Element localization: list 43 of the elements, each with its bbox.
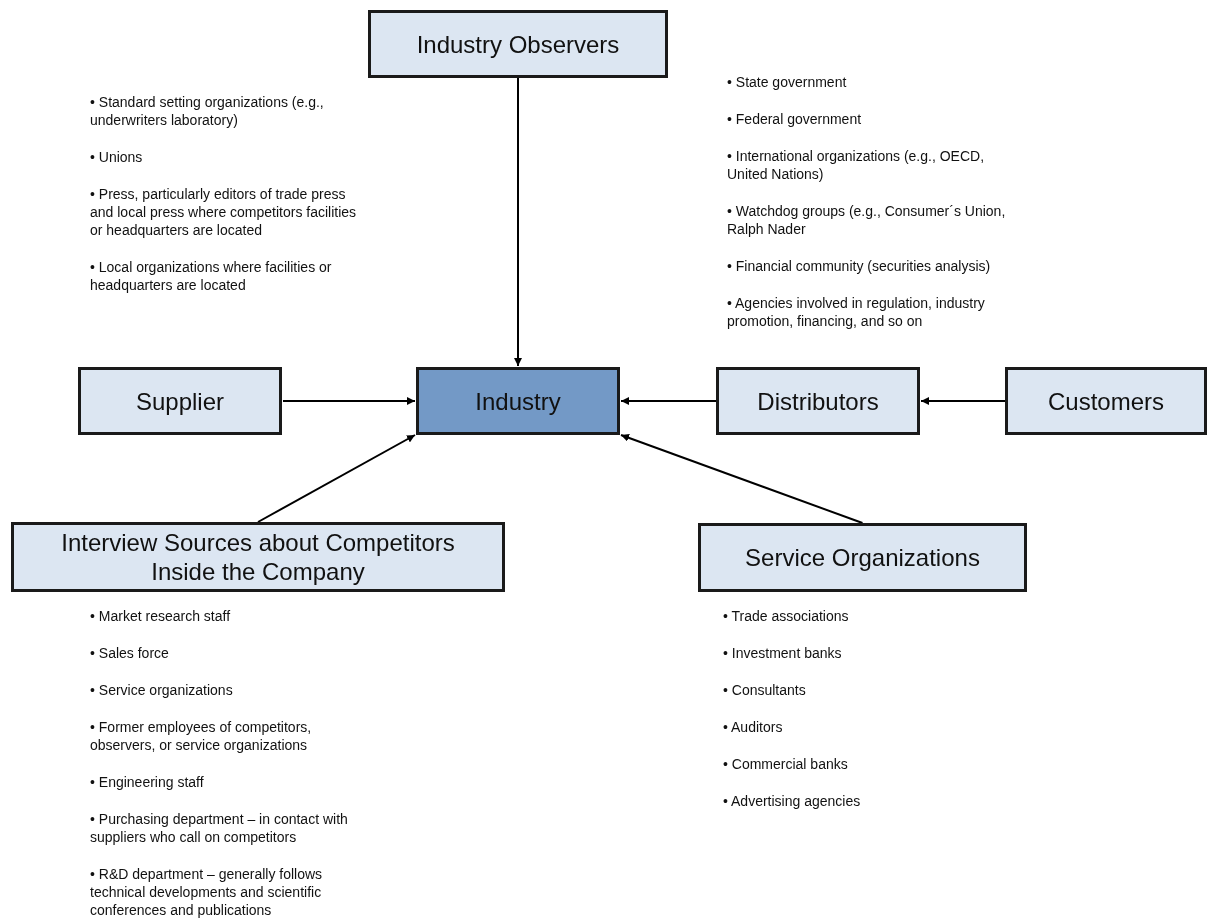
node-label: Industry Observers bbox=[416, 29, 620, 59]
bullet-note: • Engineering staff bbox=[90, 773, 205, 791]
process-box bbox=[11, 522, 505, 592]
arrow bbox=[620, 434, 864, 524]
bullet-note: • Federal government bbox=[727, 110, 863, 128]
process-box bbox=[78, 367, 282, 435]
arrow bbox=[282, 397, 416, 405]
bullet-note: • Service organizations bbox=[90, 681, 234, 699]
bullet-note: • Trade associations bbox=[723, 607, 850, 625]
process-box bbox=[368, 10, 668, 78]
bullet-note: • Financial community (securities analysis) bbox=[727, 257, 992, 275]
process-box bbox=[716, 367, 920, 435]
node-label: Customers bbox=[1048, 386, 1164, 416]
arrow bbox=[920, 397, 1006, 405]
bullet-note: • Standard setting organizations (e.g., underwriters laboratory) bbox=[90, 93, 325, 129]
node-label: Distributors bbox=[757, 386, 879, 416]
arrow bbox=[620, 397, 717, 405]
bullet-note: • Investment banks bbox=[723, 644, 843, 662]
arrow bbox=[514, 77, 522, 367]
process-box bbox=[1005, 367, 1207, 435]
bullet-note: • Former employees of competitors, observers, or service organizations bbox=[90, 718, 313, 754]
bullet-note: • International organizations (e.g., OECD, United Nations) bbox=[727, 147, 986, 183]
bullet-note: • Consultants bbox=[723, 681, 807, 699]
process-box bbox=[416, 367, 620, 435]
bullet-note: • R&D department – generally follows technical developments and scientific conferences and publications bbox=[90, 865, 324, 919]
bullet-note: • State government bbox=[727, 73, 848, 91]
bullet-note: • Local organizations where facilities or headquarters are located bbox=[90, 258, 333, 294]
bullet-note: • Unions bbox=[90, 148, 144, 166]
bullet-note: • Agencies involved in regulation, industry promotion, financing, and so on bbox=[727, 294, 986, 330]
bullet-note: • Auditors bbox=[723, 718, 784, 736]
bullet-note: • Advertising agencies bbox=[723, 792, 862, 810]
node-label: Interview Sources about Competitors Inside the Company bbox=[60, 528, 456, 586]
bullet-note: • Sales force bbox=[90, 644, 170, 662]
node-label: Service Organizations bbox=[745, 543, 980, 572]
bullet-note: • Commercial banks bbox=[723, 755, 849, 773]
bullet-note: • Watchdog groups (e.g., Consumer´s Union, Ralph Nader bbox=[727, 202, 1007, 238]
process-box bbox=[698, 523, 1027, 592]
node-label: Supplier bbox=[135, 386, 225, 416]
node-label: Industry bbox=[475, 386, 561, 416]
arrow bbox=[257, 434, 416, 523]
bullet-note: • Press, particularly editors of trade press and local press where competitors facilities or headquarters are located bbox=[90, 185, 358, 239]
bullet-note: • Purchasing department – in contact with suppliers who call on competitors bbox=[90, 810, 349, 846]
bullet-note: • Market research staff bbox=[90, 607, 232, 625]
